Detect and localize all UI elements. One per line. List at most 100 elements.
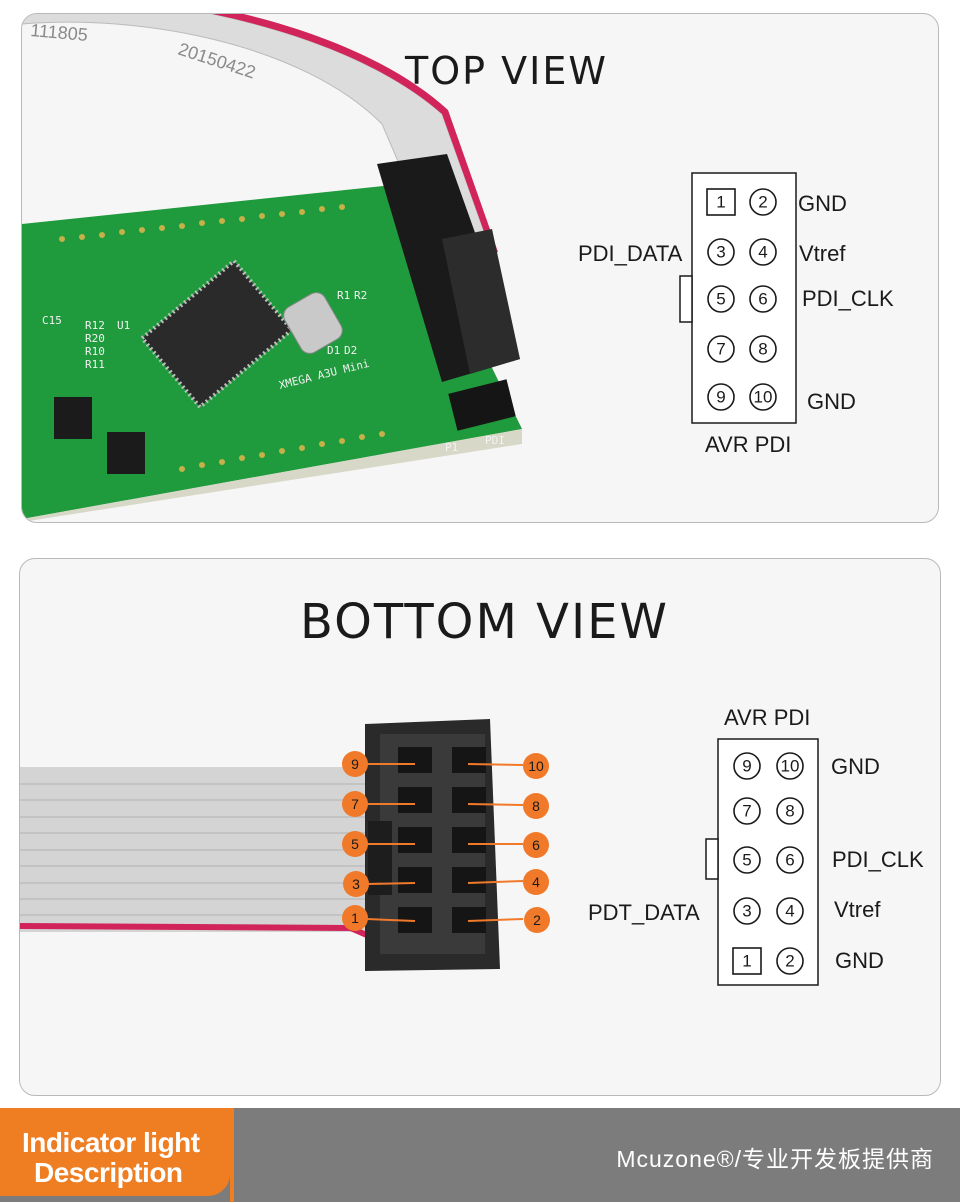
badge-line-1: Indicator light	[22, 1127, 200, 1158]
bottom-view-panel: 9 10 7 8 5 6 3 4 1 2 9 10	[19, 558, 941, 1096]
silk-d1: D1	[327, 344, 340, 357]
silk-r11: R11	[85, 358, 105, 371]
silk-chip-label: U1	[117, 319, 130, 332]
pin-3-circle	[707, 238, 735, 266]
callout-4-number: 4	[532, 874, 540, 890]
bsignal-pin3-pdt-data: PDT_DATA	[588, 900, 700, 925]
pin-6-number: 6	[758, 290, 767, 309]
bpin-6-number: 6	[785, 851, 794, 870]
bpin-9-number: 9	[742, 757, 751, 776]
callout-8	[523, 793, 549, 819]
silk-r10: R10	[85, 345, 105, 358]
callout-5	[342, 831, 368, 857]
pin-2-circle	[749, 188, 777, 216]
idc-connector-bottom	[365, 719, 500, 971]
pin-7-circle	[707, 335, 735, 363]
callout-3-number: 3	[352, 876, 360, 892]
pin-2-number: 2	[758, 193, 767, 212]
silk-r12: R12	[85, 319, 105, 332]
callout-6	[523, 832, 549, 858]
callout-4	[523, 869, 549, 895]
top-pinout-diagram: 1 2 3 4 5 6 7 8 9 10 GND PDI_DATA Vtref …	[578, 172, 894, 457]
bottom-pinout-diagram: 9 10 7 8 5 6 3 4 1 2 AVR PDI GND PDI_CLK…	[588, 705, 924, 986]
callout-2	[524, 907, 550, 933]
pin-10-circle	[749, 383, 777, 411]
bpin-8-circle	[776, 797, 804, 825]
callout-10	[523, 753, 549, 779]
bpin-2-number: 2	[785, 952, 794, 971]
callout-8-number: 8	[532, 798, 540, 814]
callout-6-number: 6	[532, 837, 540, 853]
badge-line-2: Description	[34, 1157, 183, 1188]
callout-9	[342, 751, 368, 777]
bsignal-pin2-gnd: GND	[835, 948, 884, 973]
callout-1	[342, 905, 368, 931]
ribbon-cable-top: 111805 20150422	[22, 14, 498, 265]
pin-callouts	[366, 763, 524, 922]
callout-10-number: 10	[528, 758, 544, 774]
bpin-3-circle	[733, 897, 761, 925]
bpin-6-circle	[776, 846, 804, 874]
indicator-light-badge: Indicator light Description	[0, 1108, 230, 1196]
bottom-view-title: BOTTOM VIEW	[300, 594, 669, 650]
bottom-connector-label: AVR PDI	[724, 705, 810, 730]
callout-1-number: 1	[351, 910, 359, 926]
top-view-figure: U1 XMEGA A3U Mini P1 PDI R12 R20 R10 R11…	[22, 14, 894, 522]
silk-r2: R2	[354, 289, 367, 302]
signal-pin3-pdi-data: PDI_DATA	[578, 241, 683, 266]
pin-1-number: 1	[716, 193, 725, 212]
brand-slogan: Mcuzone®/专业开发板提供商	[616, 1146, 934, 1172]
ribbon-cable-bottom	[20, 767, 380, 944]
pin-7-number: 7	[716, 340, 725, 359]
top-view-title: TOP VIEW	[405, 49, 608, 93]
pin-1-square	[706, 188, 736, 216]
silk-r20: R20	[85, 332, 105, 345]
ribbon-print-1: 111805	[30, 20, 89, 45]
microcontroller-chip	[139, 258, 295, 410]
pin-10-number: 10	[754, 388, 773, 407]
top-view-panel: U1 XMEGA A3U Mini P1 PDI R12 R20 R10 R11…	[21, 13, 939, 523]
callout-9-number: 9	[351, 756, 359, 772]
bpin-2-circle	[776, 947, 804, 975]
footer-divider	[230, 1108, 234, 1202]
callout-7-number: 7	[351, 796, 359, 812]
bpin-3-number: 3	[742, 902, 751, 921]
pin-5-number: 5	[716, 290, 725, 309]
pin-8-circle	[749, 335, 777, 363]
pin-6-circle	[749, 285, 777, 313]
bpin-7-number: 7	[742, 802, 751, 821]
signal-pin4-vtref: Vtref	[799, 241, 846, 266]
silk-c15: C15	[42, 314, 62, 327]
bpin-5-circle	[733, 846, 761, 874]
pin-5-circle	[707, 285, 735, 313]
bsignal-pin10-gnd: GND	[831, 754, 880, 779]
bpin-1-number: 1	[742, 952, 751, 971]
callout-5-number: 5	[351, 836, 359, 852]
pin-9-number: 9	[716, 388, 725, 407]
bpin-10-circle	[776, 752, 804, 780]
bpin-7-circle	[733, 797, 761, 825]
silk-d2: D2	[344, 344, 357, 357]
pcb-board-photo: U1 XMEGA A3U Mini P1 PDI R12 R20 R10 R11…	[22, 184, 522, 522]
pin-4-circle	[749, 238, 777, 266]
bsignal-pin4-vtref: Vtref	[834, 897, 881, 922]
signal-pin10-gnd: GND	[807, 389, 856, 414]
pin-4-number: 4	[758, 243, 767, 262]
bpin-8-number: 8	[785, 802, 794, 821]
pin-3-number: 3	[716, 243, 725, 262]
signal-pin6-pdi-clk: PDI_CLK	[802, 286, 894, 311]
silk-pdi: PDI	[485, 434, 505, 447]
pin-8-number: 8	[758, 340, 767, 359]
callout-3	[343, 871, 369, 897]
idc-connector-top	[377, 154, 520, 431]
bpin-4-number: 4	[785, 902, 794, 921]
callout-2-number: 2	[533, 912, 541, 928]
bpin-9-circle	[733, 752, 761, 780]
bsignal-pin6-pdi-clk: PDI_CLK	[832, 847, 924, 872]
connector-label: AVR PDI	[705, 432, 791, 457]
silk-r1: R1	[337, 289, 350, 302]
pin-9-circle	[707, 383, 735, 411]
bpin-5-number: 5	[742, 851, 751, 870]
silk-p1: P1	[445, 441, 458, 454]
bpin-10-number: 10	[781, 757, 800, 776]
